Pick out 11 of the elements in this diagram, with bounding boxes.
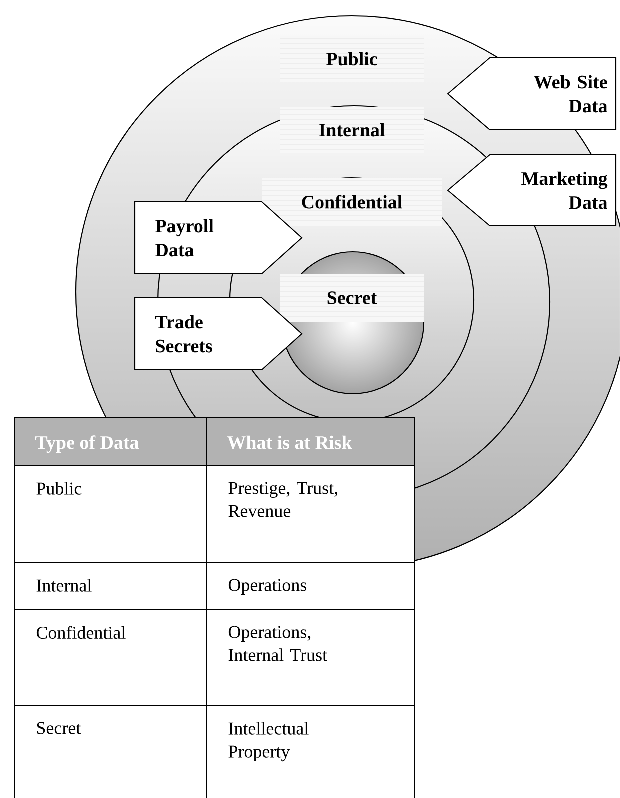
table-cell: Prestige, Trust, Revenue bbox=[206, 466, 416, 564]
table-cell: Secret bbox=[14, 706, 208, 798]
sphere: Secret bbox=[280, 251, 425, 395]
table-cell: Internal bbox=[14, 562, 208, 610]
table-cell: Confidential bbox=[14, 610, 208, 706]
table-cell: Operations bbox=[206, 562, 416, 610]
header-cell: What is at Risk bbox=[206, 418, 416, 466]
table-cell: Operations, Internal Trust bbox=[206, 610, 416, 706]
header-cell: Type of Data bbox=[14, 418, 208, 466]
table-cell: Intellectual Property bbox=[206, 706, 416, 798]
table-cell: Public bbox=[14, 466, 208, 564]
